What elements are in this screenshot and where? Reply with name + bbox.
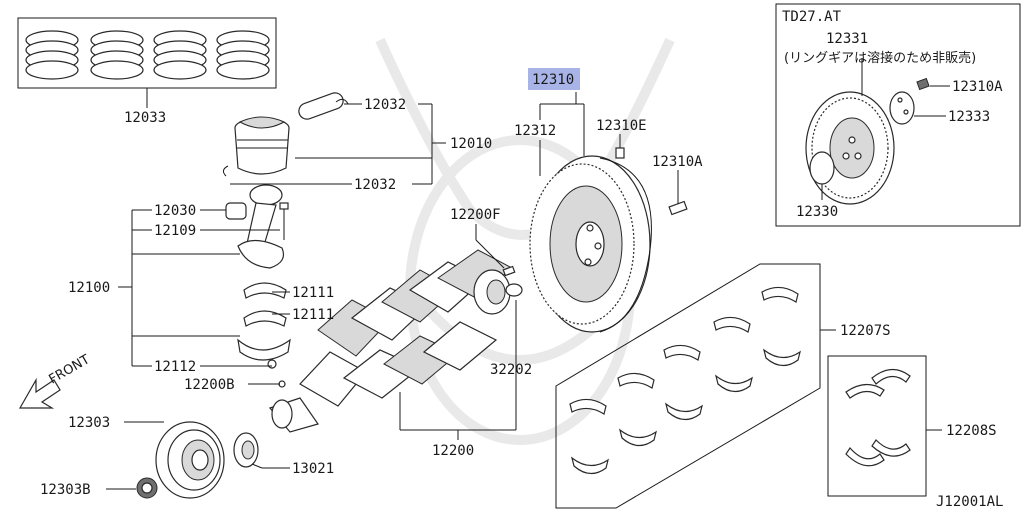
- connecting-rod-drawing: [225, 184, 289, 269]
- front-label: FRONT: [47, 352, 93, 387]
- crank-pulley-drawing: [136, 421, 259, 499]
- flywheel-drawing: [502, 147, 688, 333]
- part-label-12032-upper[interactable]: 12032: [364, 97, 406, 113]
- inset-part-label-12310A[interactable]: 12310A: [952, 79, 1003, 95]
- inset-part-label-12330[interactable]: 12330: [796, 204, 838, 220]
- inset-part-label-12331[interactable]: 12331: [826, 31, 868, 47]
- figure-code: J12001AL: [936, 494, 1003, 510]
- part-label-12111-upper[interactable]: 12111: [292, 285, 334, 301]
- part-label-12312[interactable]: 12312: [514, 123, 556, 139]
- part-label-12310E[interactable]: 12310E: [596, 118, 647, 134]
- part-label-12030[interactable]: 12030: [154, 203, 196, 219]
- part-labels: 12033 12032 12010 12032 12030 12109 1210…: [40, 9, 1003, 510]
- part-label-12310A[interactable]: 12310A: [652, 154, 703, 170]
- part-label-12109[interactable]: 12109: [154, 223, 196, 239]
- piston-drawing: [222, 92, 349, 177]
- inset-part-label-12333[interactable]: 12333: [948, 109, 990, 125]
- piston-ring-set-drawing: [17, 17, 277, 108]
- inset-note: (リングギアは溶接のため非販売): [784, 50, 976, 66]
- part-label-12100[interactable]: 12100: [68, 280, 110, 296]
- crankshaft-drawing: [268, 249, 513, 433]
- inset-title: TD27.AT: [782, 9, 842, 25]
- conrod-bearing-drawing: [237, 282, 291, 388]
- part-label-12010[interactable]: 12010: [450, 136, 492, 152]
- part-label-12208S[interactable]: 12208S: [946, 423, 997, 439]
- inset-flywheel-drawing: [775, 3, 1021, 227]
- part-label-12033[interactable]: 12033: [124, 110, 166, 126]
- part-label-12303[interactable]: 12303: [68, 415, 110, 431]
- part-label-12200F[interactable]: 12200F: [450, 207, 501, 223]
- part-label-13021[interactable]: 13021: [292, 461, 334, 477]
- part-label-12310[interactable]: 12310: [532, 72, 574, 88]
- part-label-32202[interactable]: 32202: [490, 362, 532, 378]
- part-label-12112[interactable]: 12112: [154, 359, 196, 375]
- part-label-12207S[interactable]: 12207S: [840, 323, 891, 339]
- thrust-washer-set-drawing: [827, 355, 927, 497]
- front-direction-indicator: FRONT: [18, 352, 93, 409]
- main-bearing-set-drawing: [555, 263, 821, 509]
- part-label-12032-lower[interactable]: 12032: [354, 177, 396, 193]
- part-label-12200[interactable]: 12200: [432, 443, 474, 459]
- leader-lines: [106, 58, 950, 490]
- part-label-12200B[interactable]: 12200B: [184, 377, 235, 393]
- front-arrow-icon: [18, 377, 61, 409]
- part-label-12111-lower[interactable]: 12111: [292, 307, 334, 323]
- selected-part-highlight: [528, 68, 580, 90]
- part-label-12303B[interactable]: 12303B: [40, 482, 91, 498]
